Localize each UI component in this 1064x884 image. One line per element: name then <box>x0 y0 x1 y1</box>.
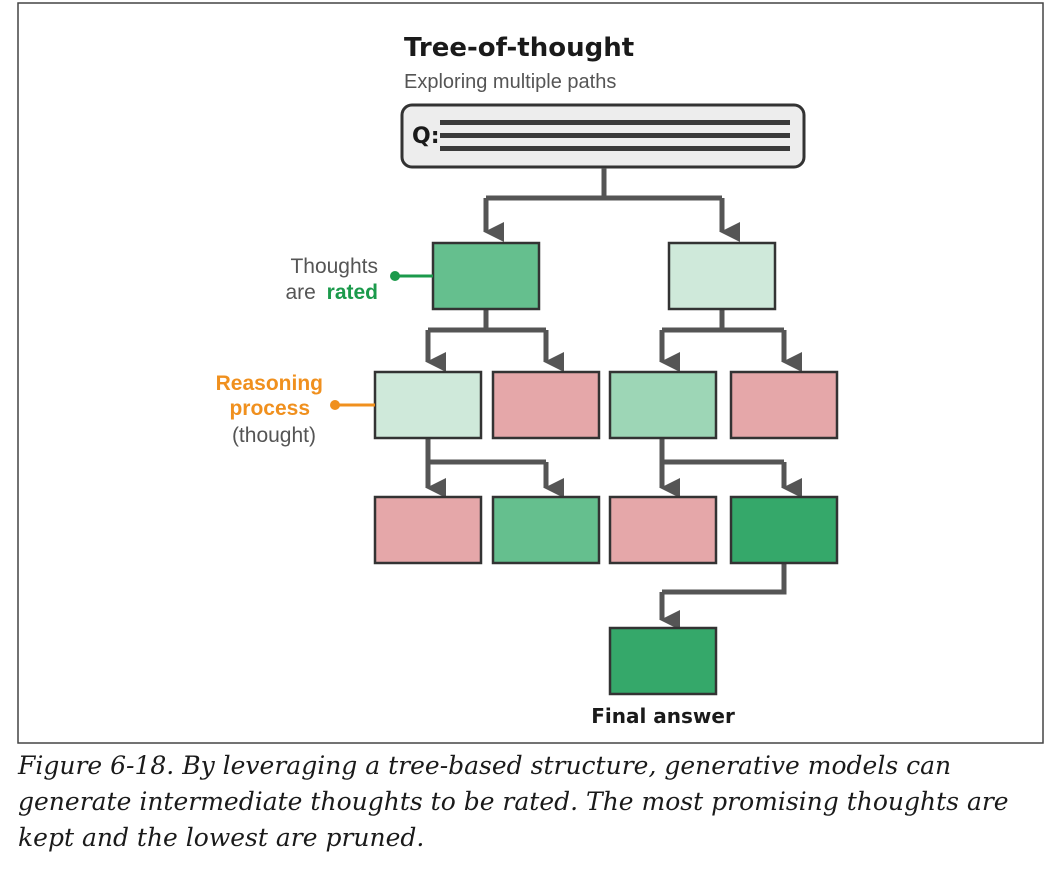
figure-caption: Figure 6-18. By leveraging a tree-based … <box>18 751 1009 852</box>
final-answer-label: Final answer <box>591 704 735 728</box>
thought-box <box>373 370 483 440</box>
thoughts-rated-annotation: Thoughts are rated <box>285 255 433 304</box>
connector <box>659 438 784 465</box>
question-label: Q: <box>412 124 440 149</box>
are-label: are <box>285 281 315 304</box>
reasoning-label: Reasoning <box>216 372 323 395</box>
thought-box-best <box>729 495 839 565</box>
connectors <box>425 168 802 630</box>
connector <box>662 310 784 333</box>
reasoning-annotation: Reasoning process (thought) <box>216 372 375 447</box>
thought-box <box>491 495 601 565</box>
final-answer-box <box>608 626 718 696</box>
thought-box-pruned <box>373 495 483 565</box>
thoughts-label: Thoughts <box>290 255 378 278</box>
thought-box-pruned <box>729 370 839 440</box>
thought-label: (thought) <box>232 424 316 447</box>
thought-box <box>608 370 718 440</box>
connector <box>425 438 546 465</box>
connector <box>428 310 546 333</box>
rated-pointer-dot <box>390 271 400 281</box>
connector <box>486 168 722 201</box>
diagram-title: Tree-of-thought <box>404 33 634 63</box>
reasoning-pointer-dot <box>330 400 340 410</box>
rated-label: rated <box>327 281 378 304</box>
process-label: process <box>229 397 310 420</box>
question-text-line <box>440 146 790 151</box>
question-text-line <box>440 120 790 125</box>
thought-box-rated-low <box>667 241 777 311</box>
question-box: Q: <box>400 103 806 169</box>
svg-text:are rated: are rated <box>285 281 378 304</box>
thought-box-rated-high <box>431 241 541 311</box>
question-text-line <box>440 133 790 138</box>
diagram-subtitle: Exploring multiple paths <box>404 71 616 93</box>
connector <box>662 563 787 595</box>
thought-box-pruned <box>491 370 601 440</box>
thought-box-pruned <box>608 495 718 565</box>
